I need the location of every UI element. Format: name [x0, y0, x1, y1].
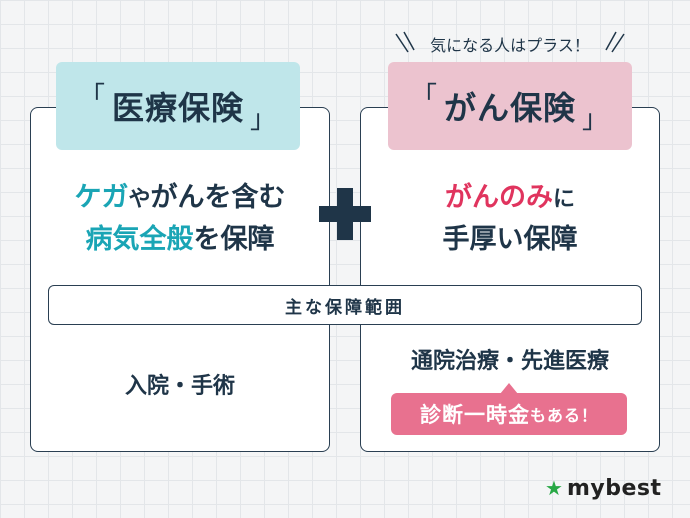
- headline-emphasis: ケガ: [74, 182, 129, 213]
- medical-insurance-tag: 「 医療保険 」: [56, 62, 300, 150]
- headline-text: や: [128, 187, 151, 212]
- open-bracket: 「: [410, 82, 438, 112]
- badge-pointer-icon: [500, 383, 518, 394]
- medical-insurance-card: [30, 107, 330, 452]
- close-bracket: 」: [250, 105, 278, 135]
- headline-line-1: ケガやがんを含む: [30, 178, 330, 220]
- badge-emphasis: 診断一時金: [419, 403, 530, 427]
- headline-text: に: [552, 187, 575, 212]
- logo-text: mybest: [566, 475, 662, 501]
- medical-insurance-headline: ケガやがんを含む 病気全般を保障: [30, 178, 330, 260]
- medical-coverage: 入院・手術: [124, 374, 235, 399]
- optional-note: 気になる人はプラス！: [388, 30, 632, 60]
- cancer-coverage: 通院治療・先進医療: [410, 349, 609, 374]
- headline-line-1: がんのみに: [360, 178, 660, 220]
- headline-emphasis: がんのみ: [444, 182, 553, 213]
- headline-line-2: 手厚い保障: [360, 220, 660, 260]
- diagnosis-lump-sum-badge: 診断一時金もある！: [391, 393, 627, 435]
- open-bracket: 「: [78, 82, 106, 112]
- plus-icon: [319, 188, 371, 240]
- star-icon: ★: [545, 476, 563, 500]
- headline-text: がん: [150, 182, 205, 213]
- mybest-logo: ★ mybest: [545, 472, 661, 504]
- badge-text: もある！: [529, 406, 598, 425]
- headline-text: 手厚い保障: [442, 224, 578, 255]
- optional-note-text: 気になる人はプラス！: [430, 36, 590, 55]
- headline-emphasis: 病気全般: [85, 224, 194, 255]
- cancer-insurance-title: がん保険: [443, 89, 576, 127]
- emphasis-lines-icon: [395, 31, 625, 53]
- cancer-insurance-tag: 「 がん保険 」: [388, 62, 632, 150]
- headline-text: を保障: [193, 224, 275, 255]
- cancer-insurance-headline: がんのみに 手厚い保障: [360, 178, 660, 260]
- headline-text: を含む: [204, 182, 286, 213]
- medical-insurance-title: 医療保険: [111, 89, 244, 127]
- headline-line-2: 病気全般を保障: [30, 220, 330, 260]
- close-bracket: 」: [582, 105, 610, 135]
- coverage-label: 主な保障範囲: [48, 285, 642, 325]
